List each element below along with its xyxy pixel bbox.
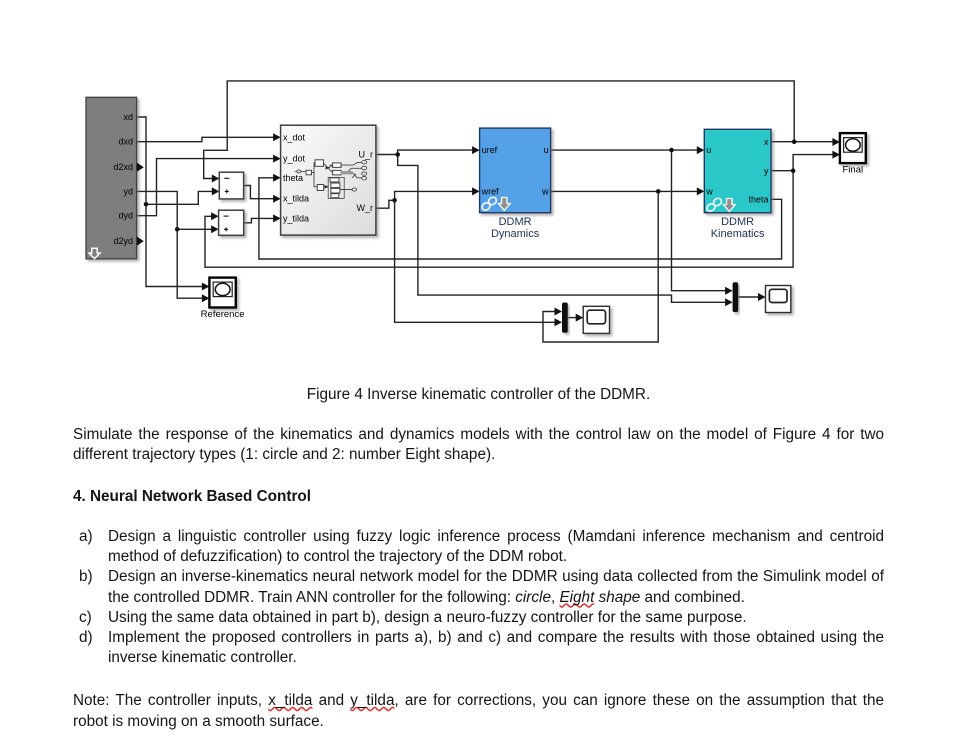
- svg-text:x_tilda: x_tilda: [283, 194, 309, 204]
- svg-text:d2yd: d2yd: [113, 236, 133, 246]
- svg-text:y: y: [764, 166, 769, 176]
- svg-text:y_dot: y_dot: [283, 154, 306, 164]
- svg-text:x_dot: x_dot: [283, 132, 306, 142]
- svg-text:DDMR: DDMR: [721, 216, 754, 228]
- svg-text:W_r: W_r: [357, 203, 374, 213]
- svg-text:xd: xd: [123, 112, 133, 122]
- svg-text:d2xd: d2xd: [113, 162, 133, 172]
- svg-text:u: u: [544, 145, 549, 155]
- svg-text:w: w: [705, 187, 713, 197]
- svg-text:x: x: [764, 137, 769, 147]
- svg-text:wref: wref: [481, 187, 500, 197]
- svg-text:DDMR: DDMR: [499, 216, 532, 228]
- svg-text:theta: theta: [748, 194, 768, 204]
- svg-text:Dynamics: Dynamics: [491, 228, 540, 240]
- svg-text:theta: theta: [283, 173, 303, 183]
- svg-text:dxd: dxd: [118, 137, 133, 147]
- svg-text:dyd: dyd: [118, 211, 133, 221]
- svg-text:u: u: [706, 145, 711, 155]
- svg-text:Final: Final: [843, 165, 864, 176]
- svg-text:w: w: [541, 187, 549, 197]
- svg-text:uref: uref: [482, 145, 498, 155]
- svg-text:y_tilda: y_tilda: [283, 213, 309, 223]
- svg-text:Kinematics: Kinematics: [711, 228, 765, 240]
- svg-text:U_r: U_r: [358, 150, 373, 160]
- svg-text:yd: yd: [123, 186, 133, 196]
- svg-text:Reference: Reference: [201, 309, 245, 320]
